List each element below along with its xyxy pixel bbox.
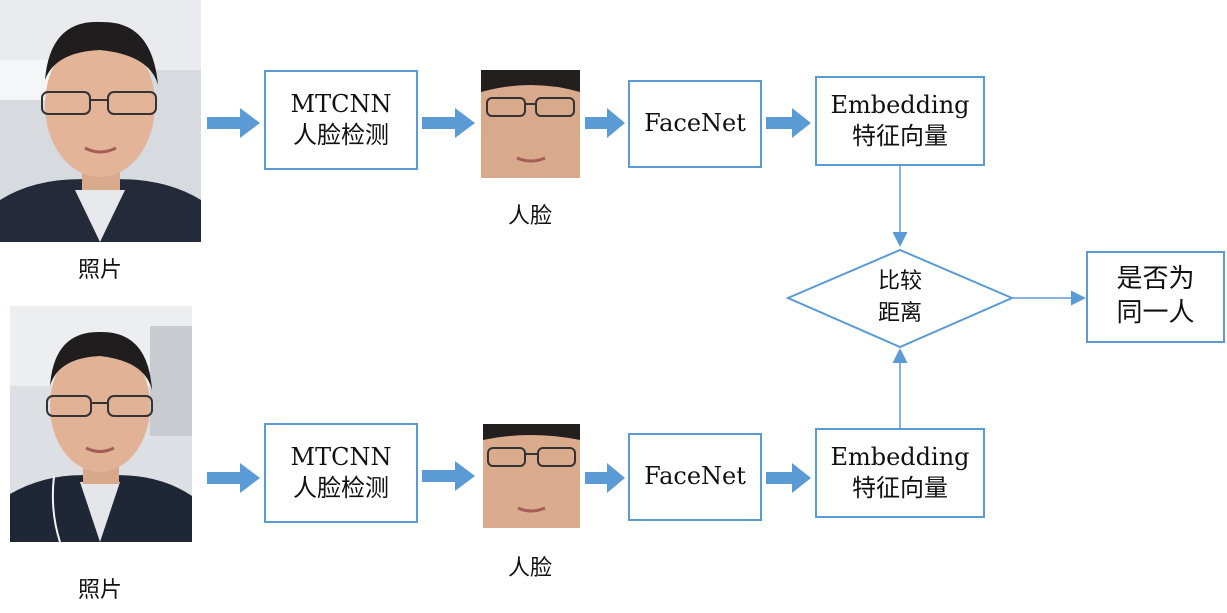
- mtcnn-box-1-subtitle: 人脸检测: [293, 121, 389, 149]
- face-crop-2: [483, 424, 580, 528]
- photo-caption-2: 照片: [77, 578, 123, 603]
- arrow-right-icon: [766, 463, 811, 493]
- arrow-right-icon: [422, 108, 475, 138]
- photo-1: [0, 0, 201, 242]
- embedding-box-2-title: Embedding: [830, 442, 970, 471]
- compare-label: 比较 距离: [855, 266, 945, 330]
- result-box: 是否为 同一人: [1086, 251, 1225, 343]
- photo-2: [10, 306, 192, 542]
- mtcnn-box-2: MTCNN 人脸检测: [264, 423, 418, 523]
- compare-label-line2: 距离: [877, 300, 922, 326]
- person-photo-1: [0, 0, 201, 242]
- face-crop-image-2: [483, 424, 580, 528]
- arrow-right-icon: [422, 461, 475, 491]
- arrow-right-icon: [585, 108, 625, 138]
- embedding-box-2: Embedding 特征向量: [815, 428, 985, 518]
- embedding-box-1: Embedding 特征向量: [815, 76, 985, 166]
- arrow-right-icon: [207, 463, 260, 493]
- compare-diamond: [785, 248, 1015, 349]
- mtcnn-box-2-subtitle: 人脸检测: [293, 474, 389, 502]
- face-caption-1: 人脸: [507, 204, 553, 229]
- mtcnn-box-1-title: MTCNN: [290, 89, 392, 118]
- face-crop-1: [481, 70, 580, 178]
- embedding-box-1-title: Embedding: [830, 90, 970, 119]
- arrow-right-icon: [585, 463, 625, 493]
- facenet-box-1-label: FaceNet: [644, 109, 746, 138]
- mtcnn-box-2-title: MTCNN: [290, 442, 392, 471]
- embedding-box-1-subtitle: 特征向量: [852, 122, 948, 150]
- facenet-box-2: FaceNet: [628, 433, 762, 521]
- arrow-right-icon: [766, 108, 811, 138]
- arrow-right-icon: [207, 108, 260, 138]
- photo-caption-1: 照片: [77, 258, 123, 283]
- facenet-box-2-label: FaceNet: [644, 462, 746, 491]
- result-box-line1: 是否为: [1116, 264, 1195, 295]
- mtcnn-box-1: MTCNN 人脸检测: [264, 70, 418, 170]
- result-box-line2: 同一人: [1116, 298, 1195, 328]
- embedding-box-2-subtitle: 特征向量: [852, 474, 948, 502]
- facenet-box-1: FaceNet: [628, 80, 762, 168]
- face-caption-2: 人脸: [507, 556, 553, 581]
- face-crop-image-1: [481, 70, 580, 178]
- compare-label-line1: 比较: [877, 269, 922, 294]
- person-photo-2: [10, 306, 192, 542]
